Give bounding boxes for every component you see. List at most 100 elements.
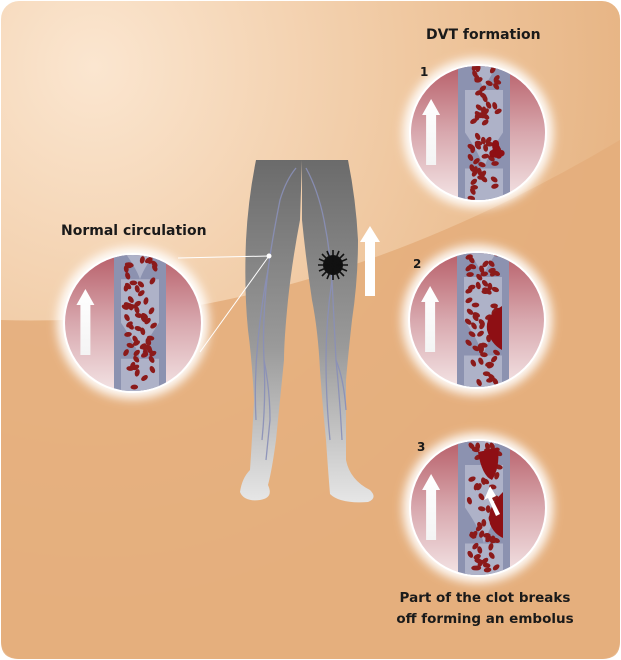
step-1-number: 1 <box>420 65 429 79</box>
blood-cell <box>469 533 477 539</box>
blood-cell <box>134 285 140 293</box>
blood-cell <box>472 345 480 352</box>
blood-cell <box>479 92 487 99</box>
blood-cell <box>124 262 132 269</box>
normal-circulation-title: Normal circulation <box>61 223 207 239</box>
magnifier-circle-normal <box>57 247 209 399</box>
blood-cell <box>143 297 149 305</box>
blood-cell <box>489 66 496 74</box>
clot-cell <box>495 150 502 157</box>
blood-cell <box>485 505 491 513</box>
blood-cell <box>467 153 474 161</box>
blood-cell <box>481 280 489 287</box>
blood-cell <box>488 552 495 559</box>
blood-cell <box>489 538 498 544</box>
blood-cell <box>126 366 134 371</box>
blood-cell <box>480 352 488 358</box>
blood-cell <box>492 102 498 110</box>
blood-cell <box>483 144 489 152</box>
blood-cell <box>129 280 138 286</box>
blood-cell <box>470 118 478 124</box>
caption-line-1: Part of the clot breaks <box>399 590 571 606</box>
blood-cell <box>127 323 134 330</box>
blood-cell <box>493 349 500 356</box>
blood-cell <box>148 356 155 363</box>
blood-cell <box>127 303 134 311</box>
legs-silhouette <box>177 160 374 503</box>
blood-cell <box>467 550 474 558</box>
blood-cell <box>147 256 153 264</box>
blood-cell <box>140 327 146 336</box>
blood-cell <box>477 330 484 337</box>
blood-cell <box>468 144 476 151</box>
blood-cell <box>474 132 481 141</box>
blood-cell <box>482 287 490 293</box>
blood-cell <box>466 308 474 315</box>
blood-cell <box>483 567 492 573</box>
clot-location-marker <box>318 250 348 280</box>
blood-cell <box>123 349 129 357</box>
blood-cell <box>488 543 494 551</box>
blood-cell <box>490 303 498 309</box>
blood-cell <box>466 272 474 277</box>
blood-cell <box>472 542 479 550</box>
blood-cell <box>482 108 489 115</box>
blood-cell <box>475 281 481 290</box>
blood-cell <box>480 170 487 178</box>
blood-cell <box>472 447 480 453</box>
blood-cell <box>468 331 476 338</box>
blood-cell <box>476 273 483 281</box>
magnifier-circle-step-2 <box>402 245 552 395</box>
blood-cell <box>492 378 499 386</box>
step-2-number: 2 <box>413 257 422 271</box>
blood-cell <box>490 176 498 183</box>
blood-cell <box>478 319 485 326</box>
blood-cell <box>478 506 486 512</box>
blood-cell <box>124 331 132 337</box>
blood-cell <box>134 300 142 307</box>
blood-cell <box>151 260 158 268</box>
magnifier-circle-step-3 <box>403 433 553 583</box>
blood-cell <box>482 371 491 377</box>
blood-cell <box>471 565 479 571</box>
blood-flow-arrow <box>422 99 441 165</box>
blood-cell <box>479 530 485 538</box>
blood-cell <box>492 270 501 276</box>
blood-cell <box>148 307 155 315</box>
blood-cell <box>134 369 140 377</box>
blood-cell <box>474 140 483 146</box>
blood-cell <box>481 557 489 564</box>
blood-cell <box>464 318 472 325</box>
blood-cell <box>470 359 477 367</box>
blood-cell <box>465 339 472 346</box>
blood-flow-arrow <box>76 289 95 355</box>
blood-cell <box>466 497 472 505</box>
blood-cell <box>475 104 483 111</box>
blood-flow-arrow <box>422 474 441 540</box>
blood-cell <box>126 342 135 349</box>
blood-cell <box>481 518 487 527</box>
blood-cell <box>141 313 148 319</box>
blood-cell <box>476 483 482 491</box>
blood-cell <box>481 136 486 145</box>
blood-cell <box>125 272 131 280</box>
blood-cell <box>481 153 490 159</box>
blood-cell <box>471 322 477 330</box>
blood-cell <box>477 546 483 554</box>
blood-cell <box>473 158 480 165</box>
blood-cell <box>491 161 499 166</box>
flow-direction-arrow <box>360 226 380 296</box>
blood-cell <box>494 472 500 480</box>
blood-cell <box>480 176 488 183</box>
blood-cell <box>465 297 473 304</box>
blood-cell <box>482 562 491 568</box>
blood-cell <box>491 183 499 189</box>
blood-cell <box>482 478 490 485</box>
pointer-line-top <box>177 255 270 259</box>
blood-cell <box>142 348 148 357</box>
blood-cell <box>144 317 151 325</box>
blood-cell <box>470 184 479 190</box>
blood-cell <box>130 384 139 390</box>
blood-cell <box>465 265 472 272</box>
blood-cell <box>146 335 155 341</box>
